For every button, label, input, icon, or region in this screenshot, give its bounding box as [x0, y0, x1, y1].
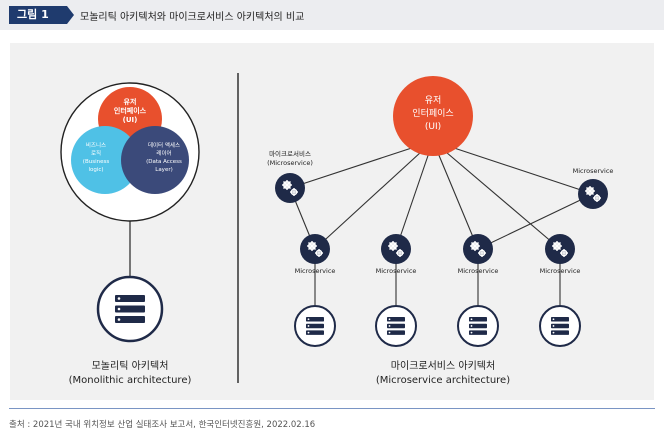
data-access-label: Layer)	[155, 167, 172, 173]
micro-ui-label: (UI)	[425, 122, 441, 132]
gears-icon	[274, 172, 306, 204]
server-icon	[539, 305, 581, 347]
figure-header: 그림 1 모놀리틱 아키텍처와 마이크로서비스 아키텍처의 비교	[0, 0, 664, 30]
business-label: 로직	[91, 150, 101, 157]
diagram-panel: 유저 인터페이스 (UI) 비즈니스 로직 (Business logic) 데…	[10, 43, 654, 400]
micro-caption-en: (Microservice architecture)	[376, 375, 510, 386]
microservice-label-en: (Microservice)	[267, 159, 313, 167]
gears-icon	[577, 178, 609, 210]
server-icon	[457, 305, 499, 347]
connector-lines	[289, 140, 594, 308]
gears-icon	[380, 233, 412, 265]
micro-ui-label: 유저	[425, 95, 442, 106]
business-logic-circle	[71, 126, 139, 194]
server-icon	[375, 305, 417, 347]
micro-ui-label: 인터페이스	[412, 108, 453, 119]
microservice-label: Microservice	[573, 167, 614, 175]
diagram-svg: 유저 인터페이스 (UI) 비즈니스 로직 (Business logic) 데…	[60, 73, 614, 386]
server-icon	[294, 305, 336, 347]
gears-icon	[462, 233, 494, 265]
microservice-label: Microservice	[540, 267, 581, 275]
monolith-ui-label: 유저	[124, 97, 137, 106]
business-label: (Business	[83, 159, 110, 165]
business-label: 비즈니스	[86, 141, 106, 149]
data-access-circle	[121, 126, 189, 194]
monolith-caption-en: (Monolithic architecture)	[69, 375, 192, 386]
microservice-label: Microservice	[458, 267, 499, 275]
source-note: 출처 : 2021년 국내 위치정보 산업 실태조사 보고서, 한국인터넷진흥원…	[9, 420, 316, 430]
data-access-label: (Data Access	[146, 159, 182, 165]
micro-ui-circle	[393, 76, 473, 156]
micro-caption-ko: 마이크로서비스 아키텍처	[391, 360, 495, 372]
figure-title: 모놀리틱 아키텍처와 마이크로서비스 아키텍처의 비교	[80, 12, 305, 23]
microservice-label-ko: 마이크로서비스	[269, 149, 311, 158]
figure-tag: 그림 1	[9, 6, 74, 24]
microservice-label: Microservice	[376, 267, 417, 275]
footer-rule	[9, 408, 655, 409]
monolith-caption-ko: 모놀리틱 아키텍처	[92, 360, 169, 372]
gears-icon	[544, 233, 576, 265]
monolith-server-icon	[96, 275, 164, 343]
business-label: logic)	[88, 167, 103, 173]
monolith-ui-label: (UI)	[123, 116, 138, 124]
data-access-label: 데이터 액세스	[148, 141, 180, 149]
monolith-ui-label: 인터페이스	[114, 106, 147, 115]
data-access-label: 레이어	[156, 149, 171, 157]
gears-icon	[299, 233, 331, 265]
microservice-label: Microservice	[295, 267, 336, 275]
